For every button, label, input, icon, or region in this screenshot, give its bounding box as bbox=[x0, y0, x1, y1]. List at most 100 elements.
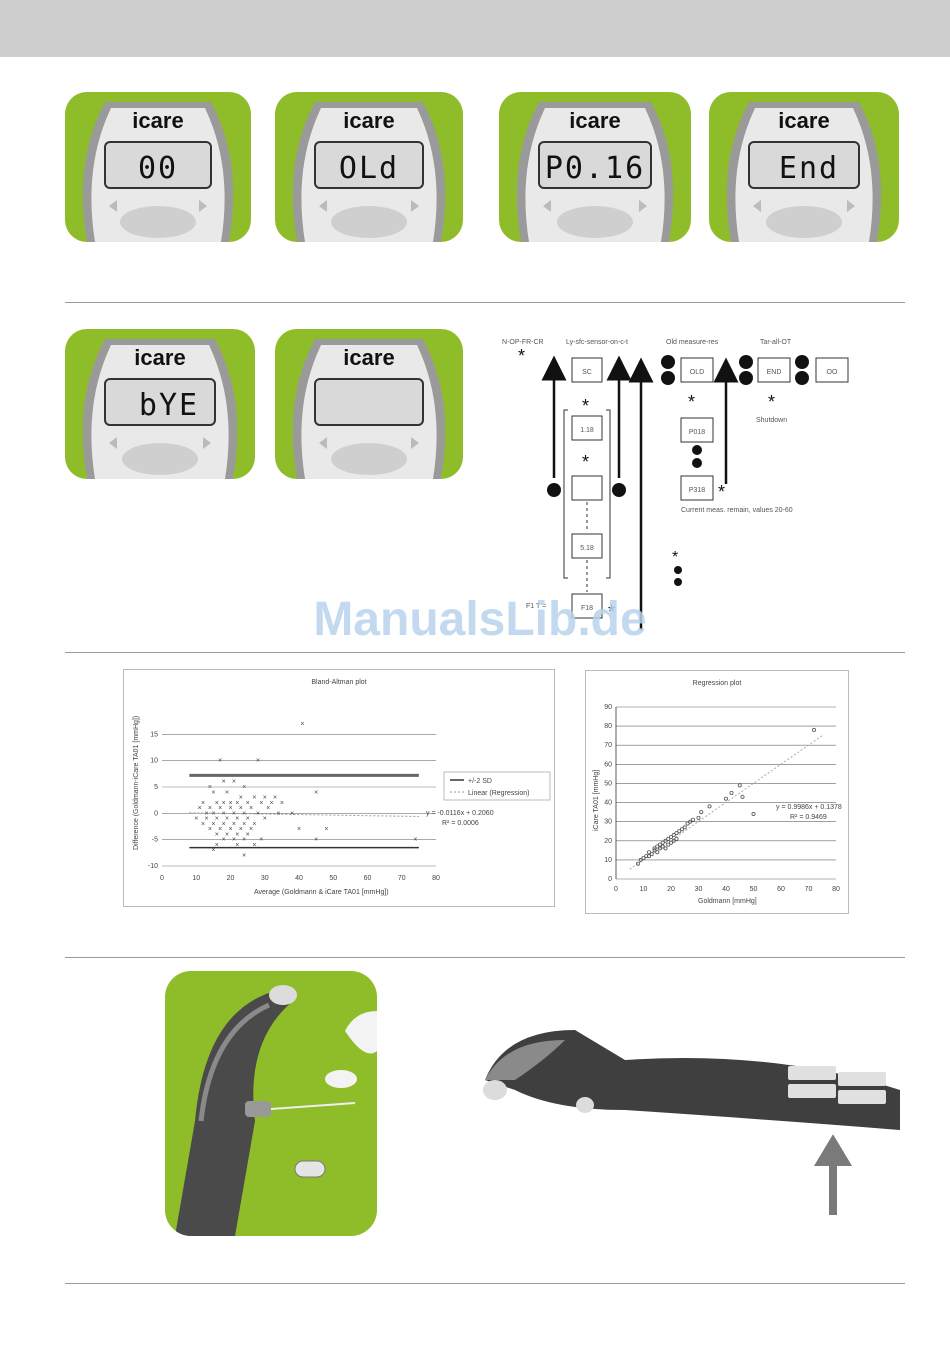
x-tick-label: 40 bbox=[295, 875, 303, 882]
x-tick-label: 80 bbox=[832, 886, 840, 893]
data-point bbox=[658, 846, 663, 851]
data-point bbox=[636, 861, 641, 866]
left-button-icon bbox=[739, 355, 753, 369]
flow-label-sensor: Ly-sfc-sensor-on-c-t bbox=[566, 339, 628, 346]
data-point: × bbox=[239, 795, 243, 802]
data-point bbox=[647, 850, 652, 855]
right-button-icon bbox=[692, 458, 702, 468]
x-tick-label: 20 bbox=[667, 886, 675, 893]
battery-icon bbox=[788, 1066, 836, 1080]
data-point bbox=[729, 791, 734, 796]
x-axis-label: Average (Goldmann & iCare TA01 [mmHg]) bbox=[254, 889, 389, 896]
data-point bbox=[647, 854, 652, 859]
data-point: × bbox=[239, 805, 243, 812]
data-point: × bbox=[215, 816, 219, 823]
right-button-icon bbox=[795, 371, 809, 385]
data-point bbox=[669, 834, 674, 839]
arrow-up-icon bbox=[813, 1134, 853, 1215]
y-tick-label: 30 bbox=[604, 819, 612, 826]
flow-label-end: Tar-all-OT bbox=[760, 339, 792, 346]
data-point: × bbox=[228, 800, 232, 807]
data-point bbox=[658, 842, 663, 847]
x-tick-label: 30 bbox=[695, 886, 703, 893]
y-tick-label: 60 bbox=[604, 761, 612, 768]
brand-logo: icare bbox=[134, 345, 185, 370]
button-icon bbox=[674, 578, 682, 586]
data-point: × bbox=[225, 789, 229, 796]
x-tick-label: 0 bbox=[614, 886, 618, 893]
x-tick-label: 0 bbox=[160, 875, 164, 882]
data-point: × bbox=[215, 800, 219, 807]
data-point: × bbox=[252, 821, 256, 828]
lcd-readout: OLd bbox=[339, 151, 399, 186]
data-point: × bbox=[252, 842, 256, 849]
data-point: × bbox=[259, 837, 263, 844]
y-tick-label: 0 bbox=[608, 876, 612, 883]
box-p2: P318 bbox=[689, 487, 705, 494]
legend bbox=[443, 771, 551, 801]
box-p1: P018 bbox=[689, 429, 705, 436]
box-step-4: F18 bbox=[581, 605, 593, 612]
data-point: × bbox=[208, 784, 212, 791]
section-divider bbox=[65, 1283, 905, 1284]
star-icon: * bbox=[688, 392, 695, 412]
data-point bbox=[677, 829, 682, 834]
flow-label-power: N-OP-FR-CR bbox=[502, 339, 544, 346]
regression-equation: y = -0.0116x + 0.2060 bbox=[426, 810, 494, 817]
tonometer-illustration: icare bbox=[292, 339, 446, 479]
device-display-6: icare bbox=[275, 329, 463, 479]
left-button-icon bbox=[661, 355, 675, 369]
data-point bbox=[649, 852, 654, 857]
data-point: × bbox=[198, 805, 202, 812]
data-point: × bbox=[256, 758, 260, 765]
data-point: × bbox=[225, 831, 229, 838]
y-tick-label: 20 bbox=[604, 838, 612, 845]
box-oo: OO bbox=[827, 369, 838, 376]
data-point: × bbox=[201, 800, 205, 807]
data-point bbox=[641, 855, 646, 860]
box-sc: SC bbox=[582, 369, 592, 376]
y-tick-label: 90 bbox=[604, 704, 612, 711]
data-point: × bbox=[249, 826, 253, 833]
data-point: × bbox=[215, 831, 219, 838]
lcd-readout: bYE bbox=[139, 388, 199, 423]
data-point bbox=[740, 794, 745, 799]
bland-altman-chart: Bland-Altman plot Average (Goldmann & iC… bbox=[123, 669, 555, 907]
battery-icon bbox=[788, 1084, 836, 1098]
star-icon: * bbox=[518, 346, 525, 366]
note-measure: Current meas. remain, values 20-60 bbox=[681, 507, 793, 514]
data-point: × bbox=[242, 784, 246, 791]
data-point: × bbox=[232, 821, 236, 828]
data-point bbox=[663, 838, 668, 843]
y-tick-label: 0 bbox=[154, 810, 158, 817]
header-bar bbox=[0, 0, 950, 57]
y-axis-label: iCare TA01 [mmHg] bbox=[593, 770, 600, 831]
brand-logo: icare bbox=[343, 108, 394, 133]
data-point: × bbox=[290, 810, 294, 817]
data-point bbox=[680, 827, 685, 832]
tonometer-illustration: icare bYE bbox=[82, 339, 238, 479]
box-old: OLD bbox=[690, 369, 704, 376]
box-step-3: 5.18 bbox=[580, 545, 594, 552]
data-point: × bbox=[256, 810, 260, 817]
data-point: × bbox=[266, 805, 270, 812]
star-icon: * bbox=[582, 452, 589, 472]
data-point: × bbox=[228, 826, 232, 833]
battery-icon bbox=[838, 1090, 886, 1104]
brand-logo: icare bbox=[343, 345, 394, 370]
x-tick-label: 20 bbox=[227, 875, 235, 882]
x-tick-label: 70 bbox=[805, 886, 813, 893]
data-point: × bbox=[263, 816, 267, 823]
star-icon: * bbox=[672, 549, 678, 566]
y-tick-label: 70 bbox=[604, 742, 612, 749]
section-divider bbox=[65, 957, 905, 958]
data-point: × bbox=[273, 795, 277, 802]
data-point: × bbox=[208, 826, 212, 833]
box-end: END bbox=[767, 369, 782, 376]
data-point bbox=[811, 727, 816, 732]
tonometer-illustration: icare 00 bbox=[82, 102, 234, 242]
data-point bbox=[644, 854, 649, 859]
data-point bbox=[655, 850, 660, 855]
y-tick-label: -5 bbox=[152, 837, 158, 844]
y-tick-label: 10 bbox=[150, 758, 158, 765]
